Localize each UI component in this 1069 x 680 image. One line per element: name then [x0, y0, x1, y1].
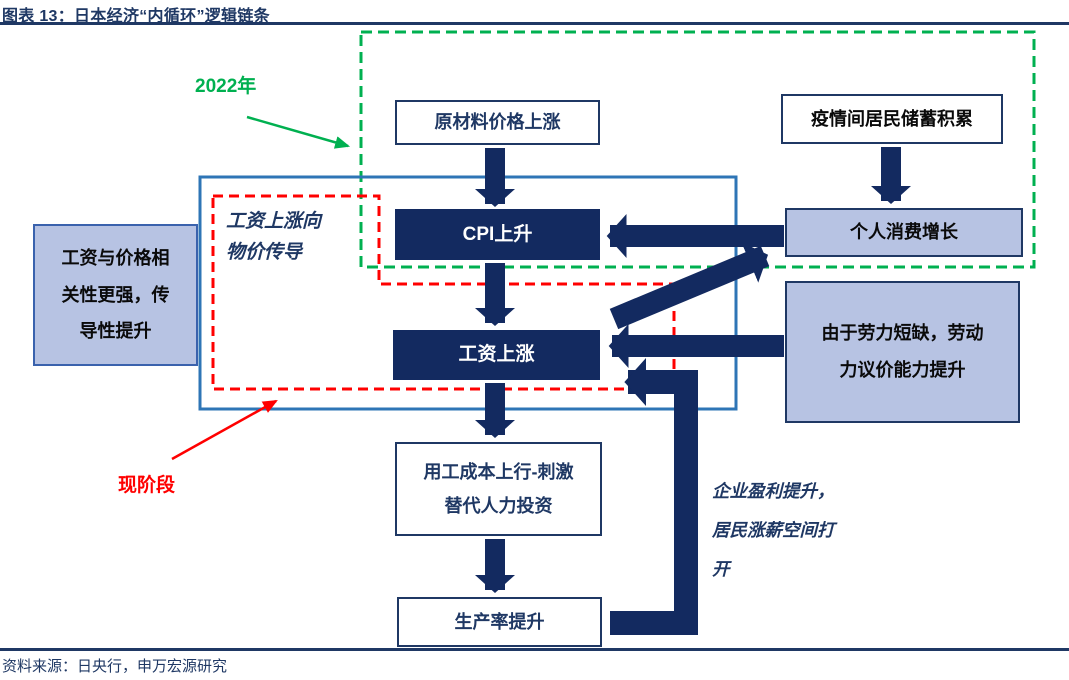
node-labor-bargaining: 由于劳力短缺，劳动 力议价能力提升: [785, 281, 1020, 423]
node-wage-price-correlation: 工资与价格相 关性更强，传 导性提升: [33, 224, 198, 366]
footer-rule: [0, 648, 1069, 651]
source-note: 资料来源：日央行，申万宏源研究: [2, 658, 228, 675]
wage-to-price-label: 工资上涨向 物价传导: [226, 211, 322, 263]
arrow-productivity-to-wage-elbow: [610, 358, 698, 635]
page-title: 图表 13：日本经济“内循环”逻辑链条: [2, 8, 270, 25]
node-pandemic-savings: 疫情间居民储蓄积累: [781, 94, 1003, 144]
node-labor-cost: 用工成本上行-刺激 替代人力投资: [395, 442, 602, 536]
year-2022-label: 2022年: [195, 76, 257, 97]
node-cpi-rise: CPI上升: [395, 209, 600, 260]
node-consumption-growth: 个人消费增长: [785, 208, 1023, 257]
green-dashed-frame-2022: [359, 30, 1036, 269]
green-annotation-arrow: [246, 115, 351, 149]
node-wage-rise: 工资上涨: [393, 330, 600, 380]
node-productivity: 生产率提升: [397, 597, 602, 647]
red-annotation-arrow: [171, 399, 278, 461]
blue-solid-frame: [198, 175, 738, 411]
arrow-wage-to-consumption: [609, 242, 770, 330]
profit-space-label: 企业盈利提升， 居民涨薪空间打 开: [712, 481, 835, 579]
current-stage-label: 现阶段: [118, 475, 176, 496]
node-raw-material-price: 原材料价格上涨: [395, 100, 600, 145]
title-underline: [0, 22, 1069, 25]
